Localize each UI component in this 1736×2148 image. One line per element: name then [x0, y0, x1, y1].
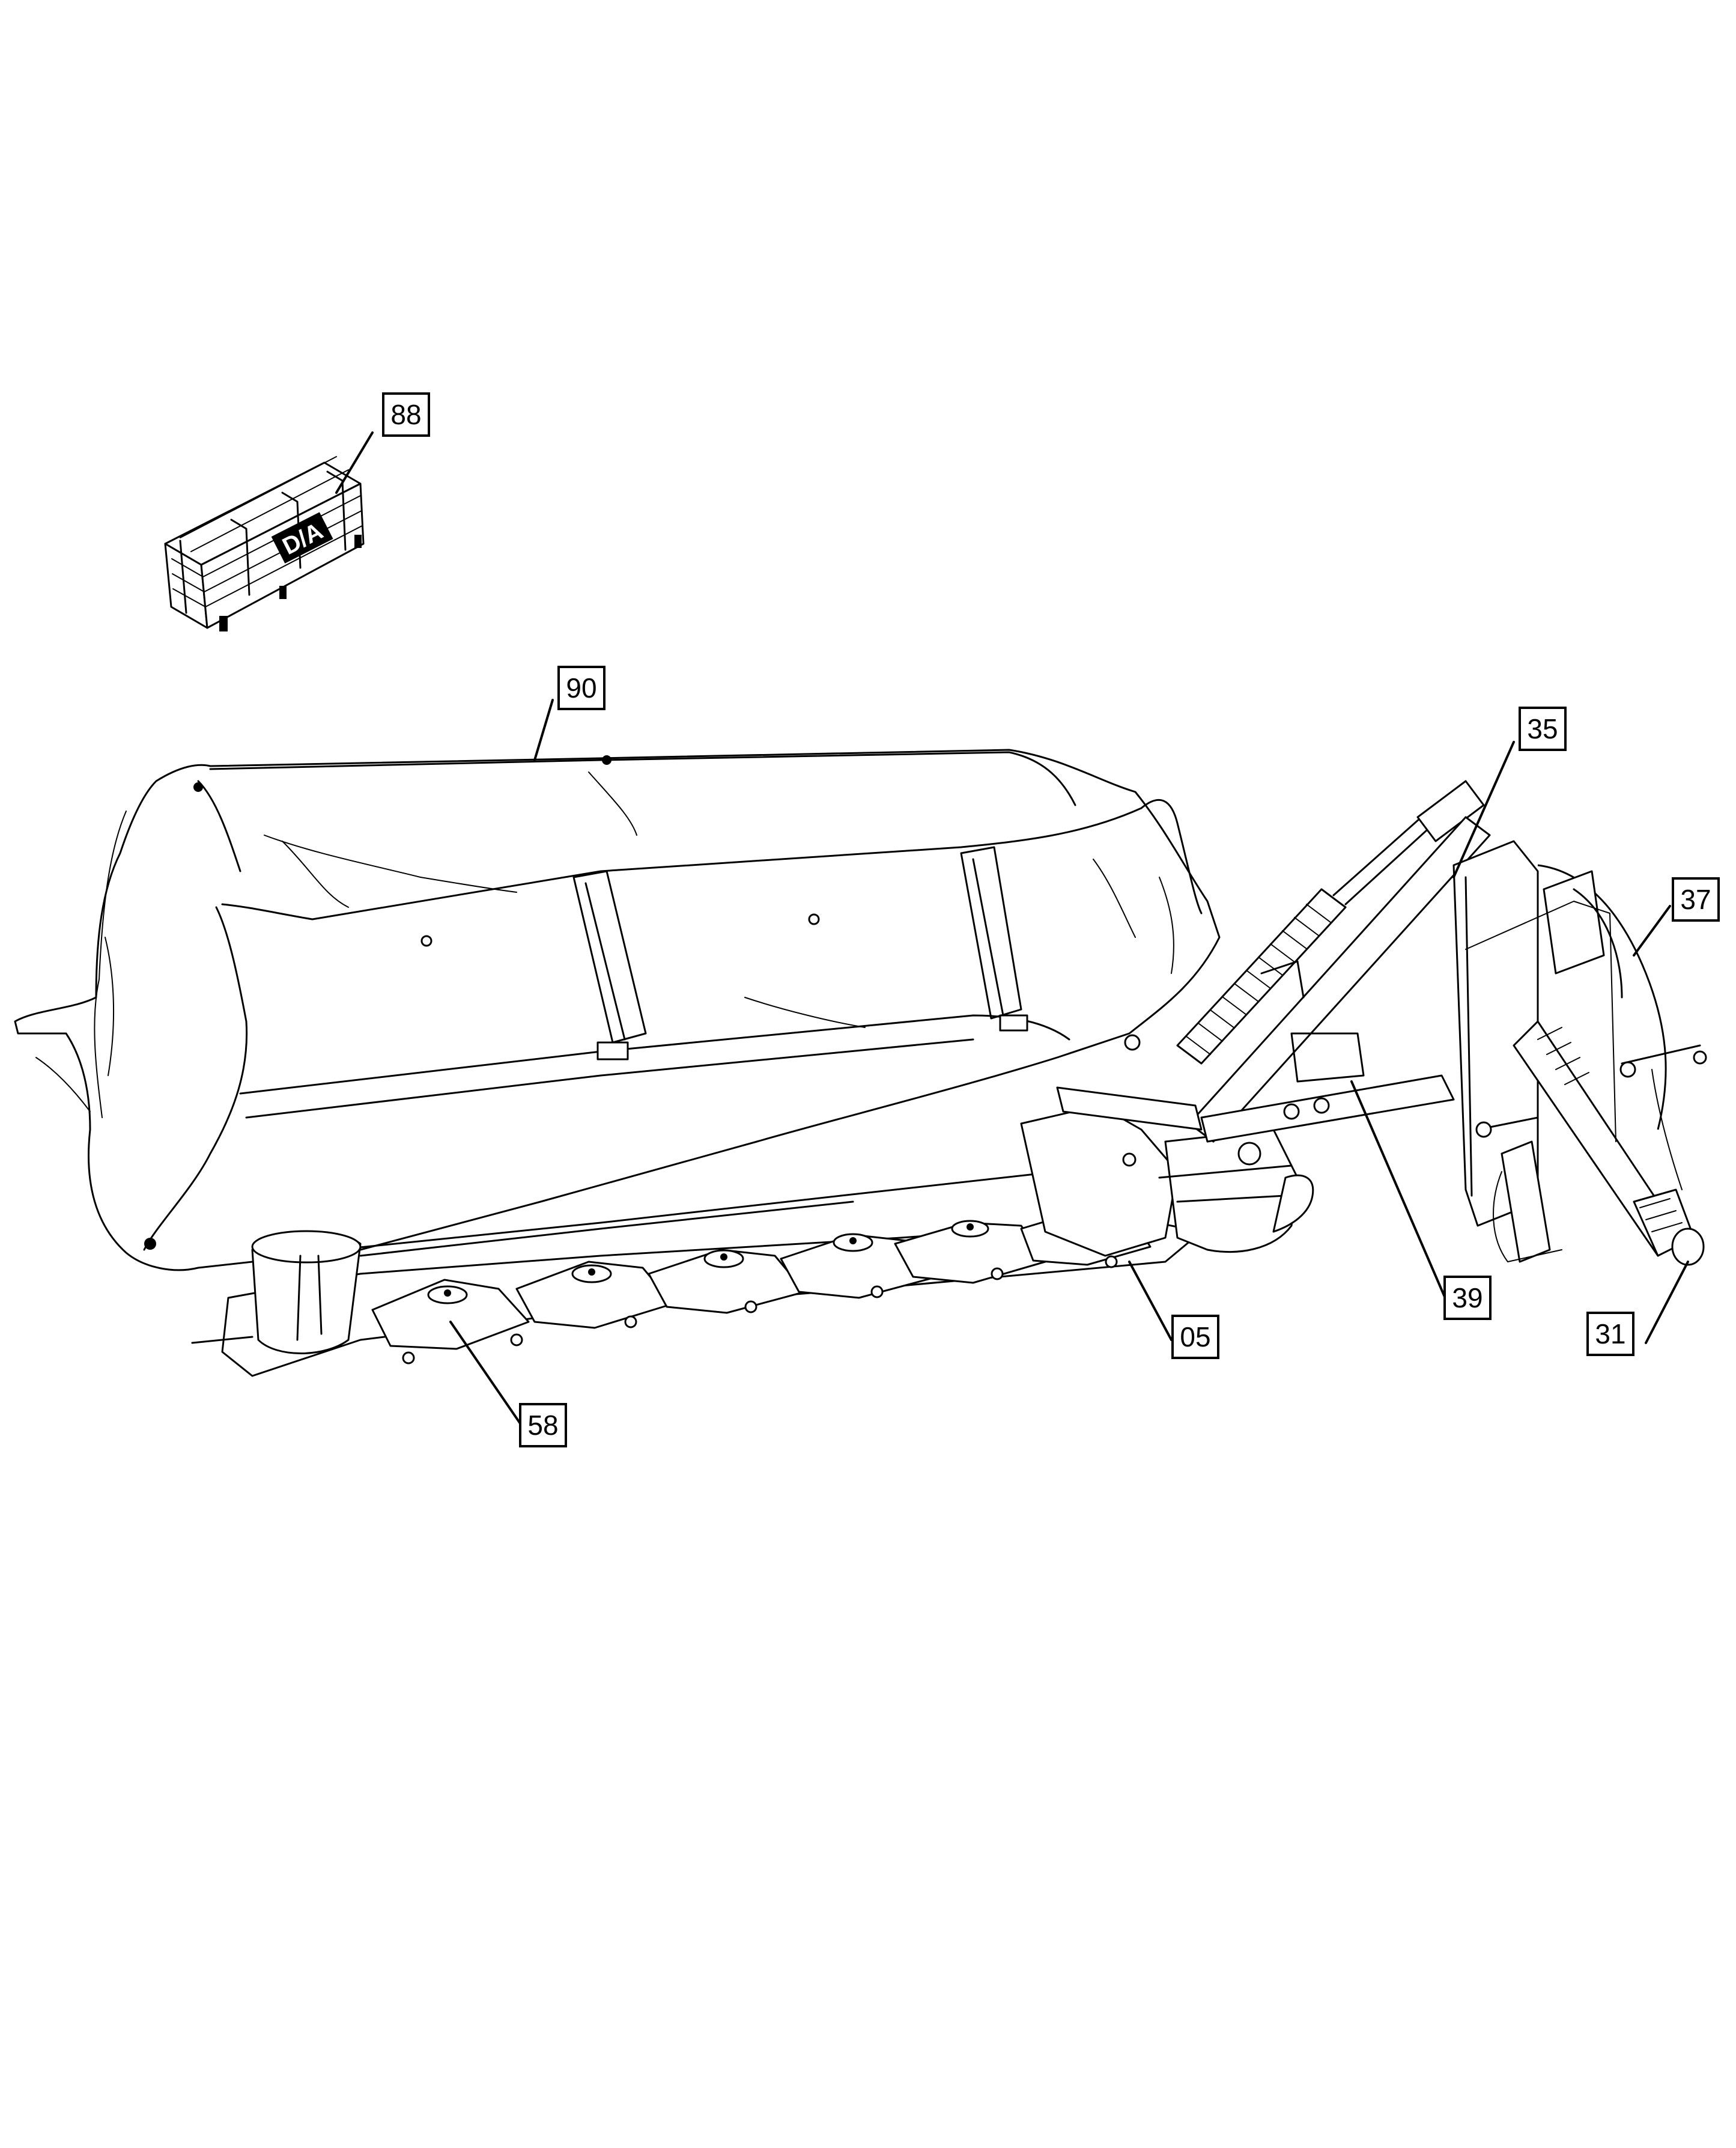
callout-39: 39 [1443, 1276, 1492, 1320]
callout-37: 37 [1672, 877, 1720, 922]
cutting-disc-1 [371, 1279, 530, 1350]
callout-88: 88 [382, 392, 430, 437]
callout-90: 90 [557, 666, 605, 710]
callout-31-label: 31 [1595, 1318, 1625, 1349]
callout-31: 31 [1586, 1312, 1634, 1356]
leader-lines [335, 431, 1689, 1428]
callout-58: 58 [519, 1403, 567, 1447]
callout-37-label: 37 [1680, 884, 1711, 915]
cutting-disc-5 [894, 1220, 1046, 1284]
hitch-frame [1452, 840, 1707, 1266]
mower-cover [14, 749, 1221, 1271]
callout-05-label: 05 [1180, 1321, 1210, 1352]
callout-58-label: 58 [527, 1410, 558, 1441]
callout-05: 05 [1171, 1315, 1219, 1359]
lift-arm [1056, 816, 1491, 1143]
cutting-disc-3 [648, 1249, 806, 1314]
callout-90-label: 90 [566, 672, 596, 704]
shipping-crate-icon: D/A [164, 456, 365, 631]
cutter-bar [191, 1208, 1203, 1377]
callout-35-label: 35 [1527, 713, 1558, 744]
callout-39-label: 39 [1452, 1282, 1483, 1313]
callout-35: 35 [1519, 707, 1567, 751]
suspension-spring [1176, 780, 1485, 1065]
callout-88-label: 88 [390, 399, 421, 430]
